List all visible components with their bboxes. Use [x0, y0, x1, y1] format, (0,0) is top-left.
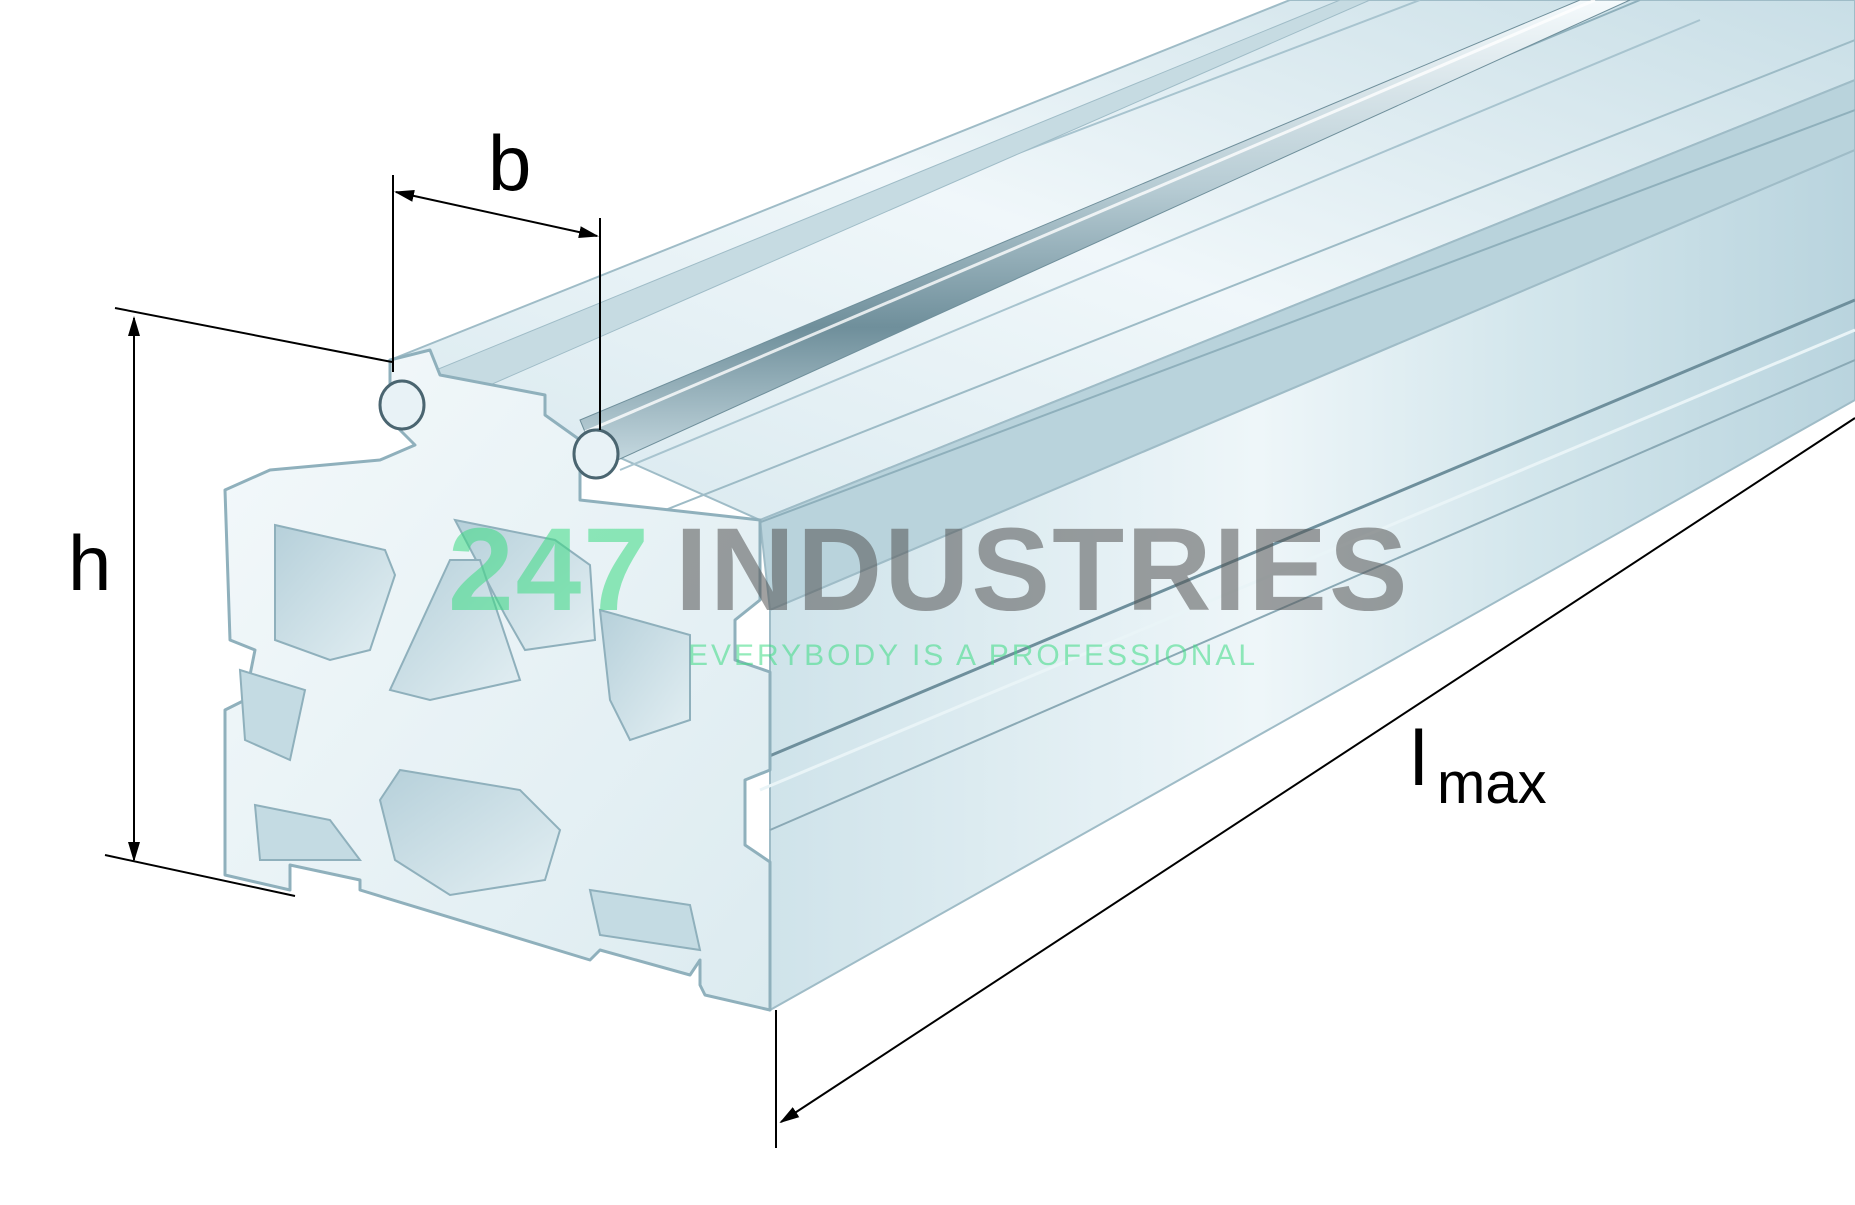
watermark-tagline: EVERYBODY IS A PROFESSIONAL: [688, 639, 1258, 672]
dimension-lmax-label: l: [1410, 714, 1427, 802]
guide-shafts: [391, 0, 1631, 469]
dimension-h-label: h: [68, 519, 111, 607]
dimension-b-label: b: [488, 119, 531, 207]
dimension-lmax-subscript: max: [1437, 751, 1547, 816]
dimension-b: b: [392, 119, 601, 430]
watermark-prefix: 247: [448, 504, 651, 636]
watermark-name: INDUSTRIES: [675, 504, 1410, 636]
profile-cross-section: [223, 348, 772, 1012]
dimension-lmax: l max: [775, 417, 1855, 1148]
dimension-h: h: [68, 307, 393, 897]
watermark: 247 INDUSTRIES EVERYBODY IS A PROFESSION…: [448, 504, 1410, 672]
